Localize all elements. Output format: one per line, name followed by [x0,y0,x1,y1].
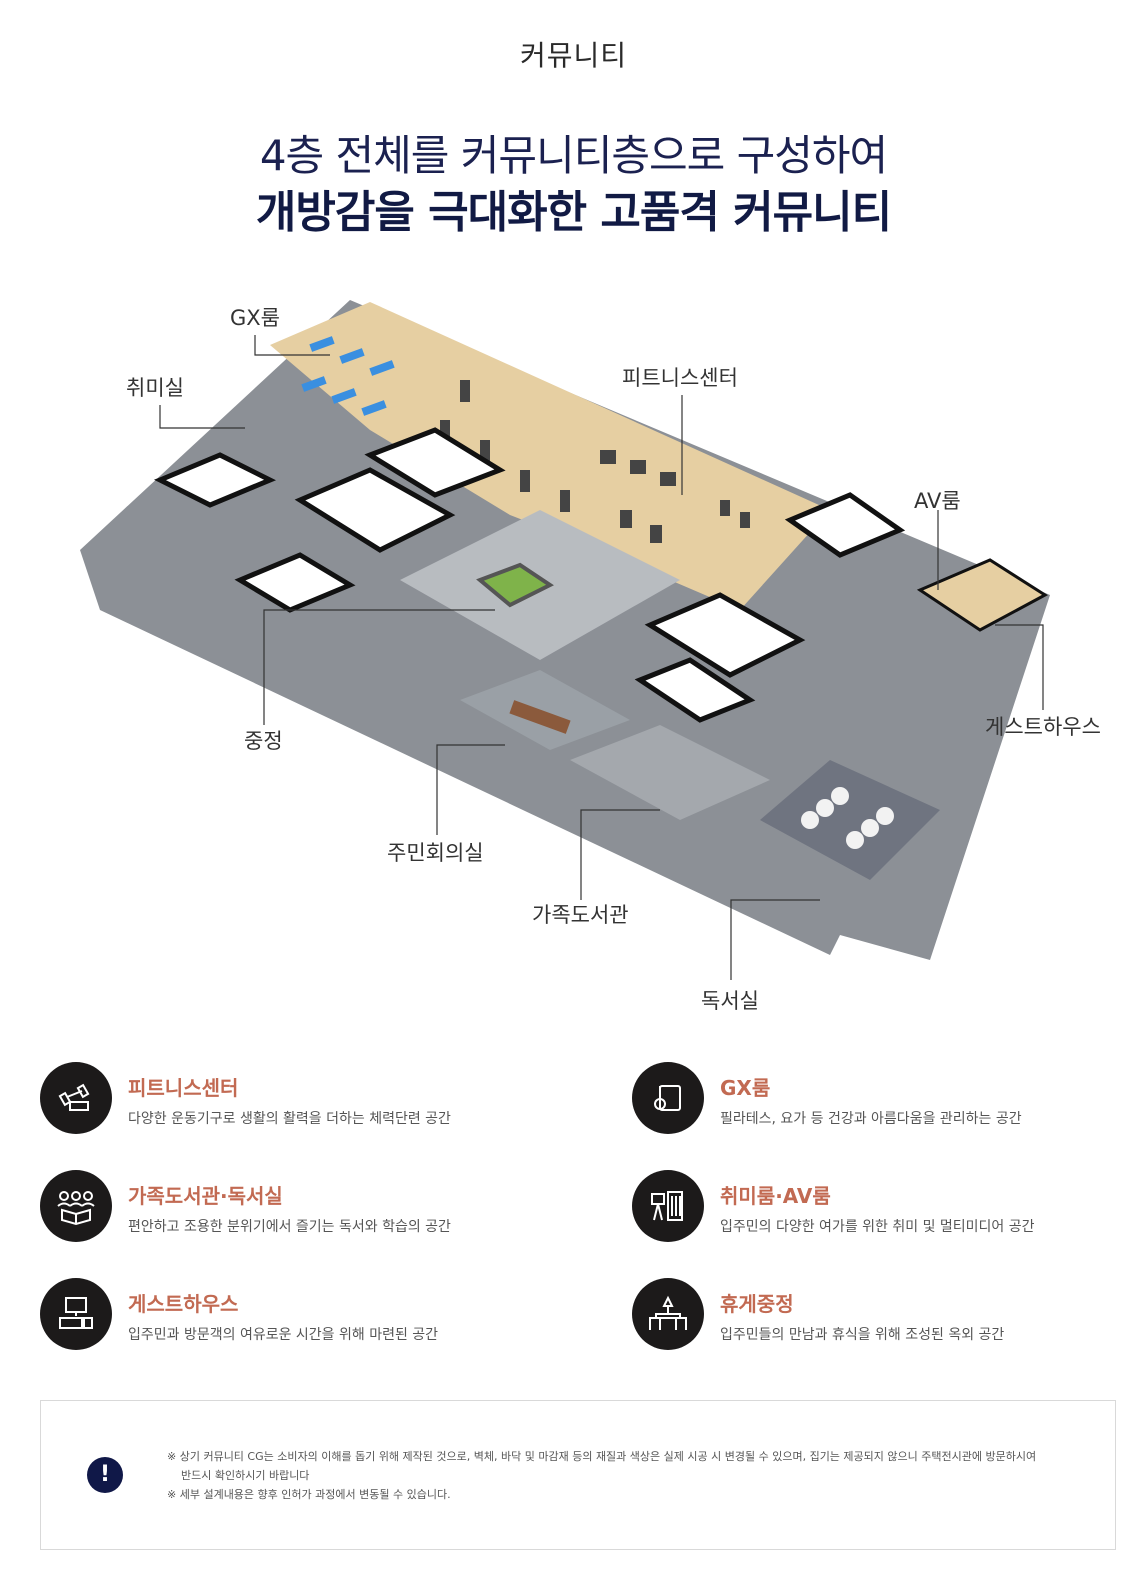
feature-title: 가족도서관·독서실 [128,1184,283,1208]
feature-item-hobby-av: 취미룸·AV룸 입주민의 다양한 여가를 위한 취미 및 멀티미디어 공간 [632,1170,1147,1250]
feature-item-fitness: 피트니스센터 다양한 운동기구로 생활의 활력을 더하는 체력단련 공간 [40,1062,560,1142]
feature-title: 취미룸·AV룸 [720,1184,831,1208]
disclaimer-line-3: ※ 세부 설계내용은 향후 인허가 과정에서 변동될 수 있습니다. [167,1488,451,1501]
community-floorplan-illustration: GX룸 취미실 피트니스센터 AV룸 게스트하우스 중정 주민회의실 가족도서관… [40,280,1120,1020]
label-fitness-center: 피트니스센터 [622,366,738,390]
floorplan-svg: GX룸 취미실 피트니스센터 AV룸 게스트하우스 중정 주민회의실 가족도서관… [80,300,1101,1013]
gx-icon [632,1062,704,1134]
label-hobby-room: 취미실 [126,376,184,400]
guesthouse-icon [40,1278,112,1350]
exclamation-icon: ! [87,1457,123,1493]
feature-description: 입주민들의 만남과 휴식을 위해 조성된 옥외 공간 [720,1327,1005,1343]
headline-line-1: 4층 전체를 커뮤니티층으로 구성하여 [259,131,888,180]
hobby-icon [632,1170,704,1242]
feature-title: 휴게중정 [720,1292,794,1316]
gx-mats [301,336,395,416]
fitness-floor [270,302,830,610]
feature-item-guesthouse: 게스트하우스 입주민과 방문객의 여유로운 시간을 위해 마련된 공간 [40,1278,560,1358]
feature-item-gx: GX룸 필라테스, 요가 등 건강과 아름다움을 관리하는 공간 [632,1062,1147,1142]
label-family-library: 가족도서관 [532,903,629,927]
library-icon [40,1170,112,1242]
disclaimer-line-1: ※ 상기 커뮤니티 CG는 소비자의 이해를 돕기 위해 제작된 것으로, 벽체… [167,1450,1037,1463]
meeting-room [460,670,630,750]
disclaimer-text: ※ 상기 커뮤니티 CG는 소비자의 이해를 돕기 위해 제작된 것으로, 벽체… [167,1447,1097,1504]
label-guesthouse: 게스트하우스 [985,715,1101,739]
feature-description: 필라테스, 요가 등 건강과 아름다움을 관리하는 공간 [720,1111,1022,1127]
leader-lines [159,335,1044,980]
reading-room [760,760,940,880]
page-title: 커뮤니티 [519,39,628,72]
feature-title: GX룸 [720,1076,771,1100]
label-av-room: AV룸 [914,489,961,513]
feature-item-courtyard: 휴게중정 입주민들의 만남과 휴식을 위해 조성된 옥외 공간 [632,1278,1147,1358]
meeting-table [509,700,571,734]
feature-title: 게스트하우스 [128,1292,239,1316]
guesthouse-room [916,558,1048,632]
library-room [570,725,770,820]
feature-description: 다양한 운동기구로 생활의 활력을 더하는 체력단련 공간 [128,1111,451,1127]
feature-description: 입주민과 방문객의 여유로운 시간을 위해 마련된 공간 [128,1327,439,1343]
feature-description: 입주민의 다양한 여가를 위한 취미 및 멀티미디어 공간 [720,1219,1035,1235]
headline-line-2: 개방감을 극대화한 고품격 커뮤니티 [255,187,892,238]
feature-title: 피트니스센터 [128,1076,239,1100]
wall-blocks [153,427,906,723]
fitness-icon [40,1062,112,1134]
disclaimer-line-2: 반드시 확인하시기 바랍니다 [181,1469,310,1482]
label-meeting-room: 주민회의실 [387,841,484,865]
reading-desks [801,787,894,849]
courtyard-icon [632,1278,704,1350]
fitness-equipment [440,380,750,543]
feature-description: 편안하고 조용한 분위기에서 즐기는 독서와 학습의 공간 [128,1219,451,1235]
label-courtyard: 중정 [244,729,283,753]
label-reading-room: 독서실 [701,989,759,1013]
disclaimer-box: ! ※ 상기 커뮤니티 CG는 소비자의 이해를 돕기 위해 제작된 것으로, … [40,1400,1116,1550]
courtyard-garden [476,562,554,608]
feature-item-library: 가족도서관·독서실 편안하고 조용한 분위기에서 즐기는 독서와 학습의 공간 [40,1170,560,1250]
label-gx-room: GX룸 [230,306,280,330]
